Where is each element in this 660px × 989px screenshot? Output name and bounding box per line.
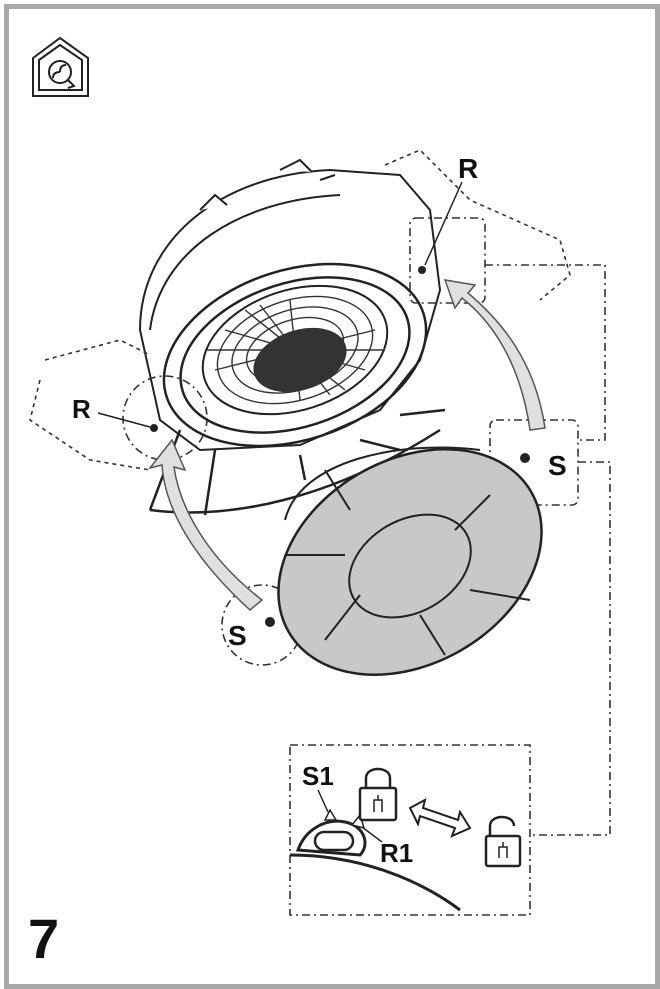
label-s1: S1: [302, 761, 334, 791]
insert-arrows: [148, 279, 546, 611]
step-number: 7: [28, 907, 59, 970]
label-r-top: R: [458, 153, 478, 184]
fan-grille: [201, 284, 389, 416]
padlock-unlocked-icon: [484, 815, 522, 868]
latch-points: [150, 266, 530, 627]
lock-unlock-double-arrow: [408, 798, 472, 838]
padlock-locked-icon: [358, 767, 398, 822]
carbon-filter: [277, 446, 543, 676]
label-r1: R1: [380, 838, 413, 868]
label-r-left: R: [72, 394, 91, 424]
label-s-right: S: [548, 450, 567, 481]
leader-lines: [97, 181, 463, 428]
mounting-bracket-outline: [29, 149, 571, 471]
label-s-bottom: S: [228, 620, 247, 651]
recirculation-mode-house-icon: [32, 36, 89, 97]
